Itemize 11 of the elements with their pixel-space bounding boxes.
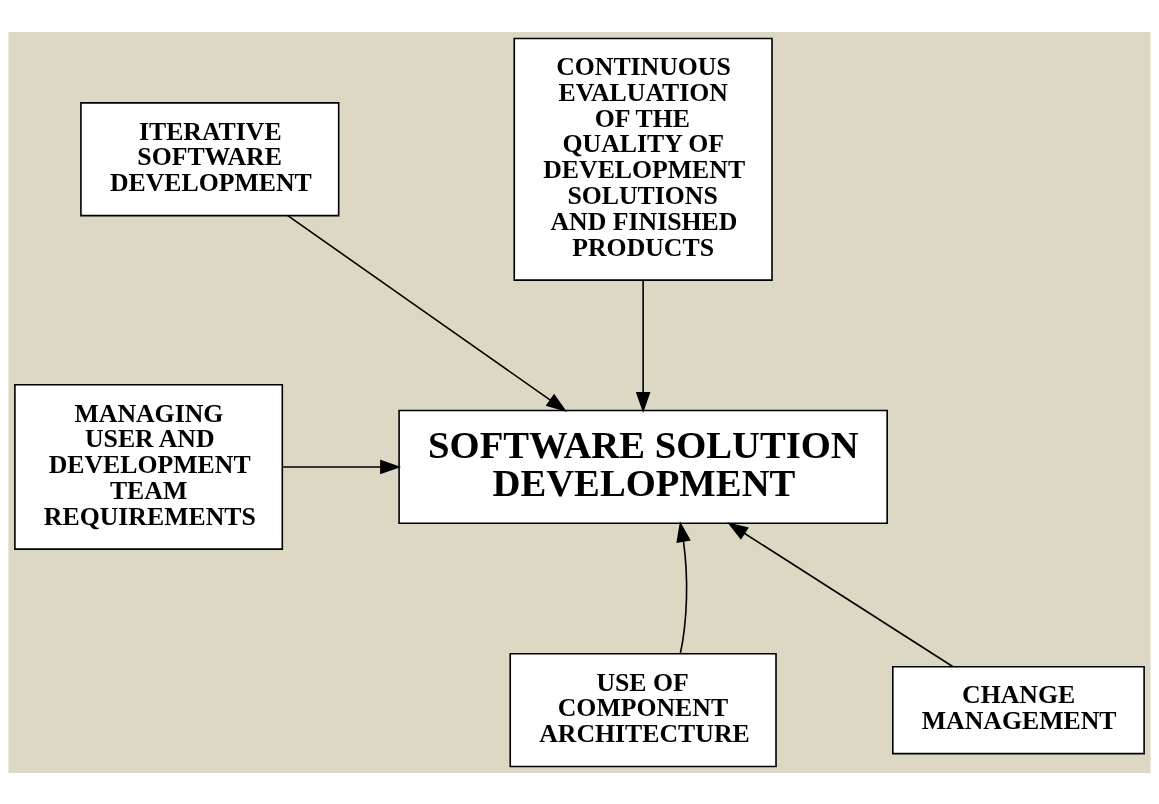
node-box: CHANGE MANAGEMENT (892, 665, 1145, 754)
arrow (635, 279, 651, 413)
arrow (676, 520, 691, 655)
node-box: MANAGING USER AND DEVELOPMENT TEAM REQUIREMENTS (14, 383, 284, 550)
node-box: ITERATIVE SOFTWARE DEVELOPMENT (80, 101, 340, 216)
node-box: CONTINUOUS EVALUATION OF THE QUALITY OF DEVELOPMENT SOLUTIONS AND FINISHED PRODUCTS (513, 37, 773, 281)
arrow (281, 459, 402, 474)
arrow (727, 521, 954, 667)
node-box: USE OF COMPONENT ARCHITECTURE (509, 652, 777, 767)
arrow (286, 214, 568, 412)
node-box: SOFTWARE SOLUTION DEVELOPMENT (398, 409, 888, 524)
